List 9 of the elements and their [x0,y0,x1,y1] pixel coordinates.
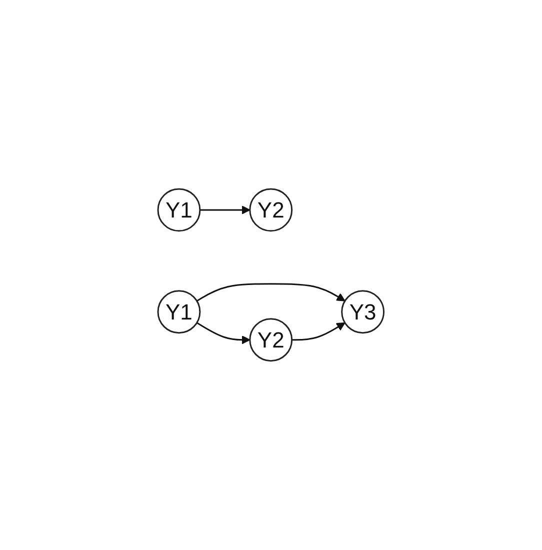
node-circle: Y2 [249,188,293,232]
arrow [200,206,250,214]
node-circle: Y1 [157,290,201,334]
node-circle: Y3 [341,290,385,334]
arrow [292,322,346,341]
arrow [196,322,250,344]
node-circle: Y2 [249,318,293,362]
node-circle: Y1 [157,188,201,232]
arrow [196,283,346,302]
